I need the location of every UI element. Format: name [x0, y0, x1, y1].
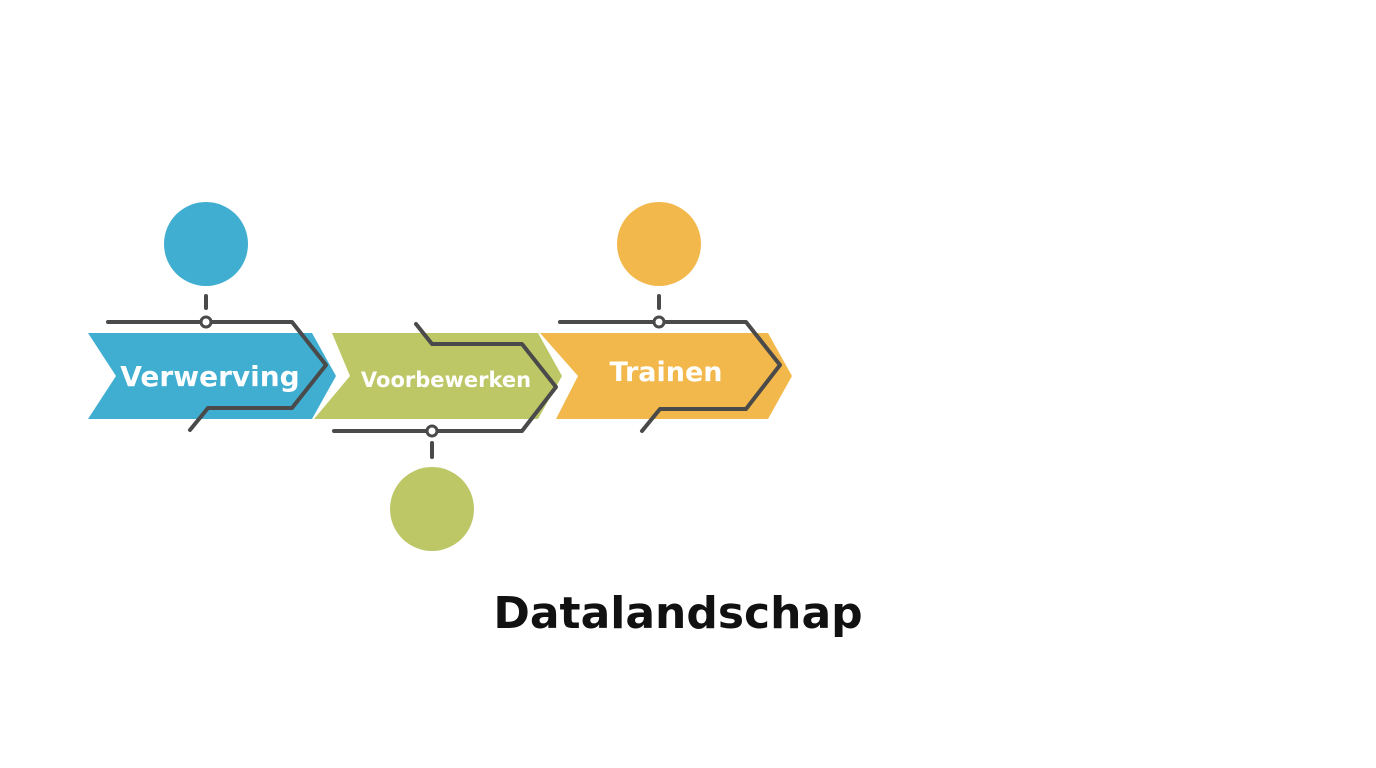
step-verwerving-label: Verwerving — [120, 360, 299, 393]
step-voorbewerken-arrow — [314, 333, 562, 419]
step-verwerving-connector-line — [106, 320, 328, 432]
step-voorbewerken-circle — [390, 467, 474, 551]
step-trainen-connector-line — [558, 320, 782, 433]
step-trainen-arrow — [540, 333, 792, 419]
step-voorbewerken-label: Voorbewerken — [361, 368, 531, 392]
step-trainen: Trainen — [540, 202, 792, 433]
step-trainen-connector-node — [652, 315, 666, 329]
step-verwerving-connector-node — [199, 315, 213, 329]
step-voorbewerken-connector-node — [425, 424, 439, 438]
step-voorbewerken: Voorbewerken — [314, 322, 562, 551]
step-voorbewerken-connector-line — [332, 322, 558, 433]
step-trainen-circle — [617, 202, 701, 286]
step-verwerving: Verwerving — [88, 202, 336, 432]
step-verwerving-circle — [164, 202, 248, 286]
step-verwerving-arrow — [88, 333, 336, 419]
diagram-title: Datalandschap — [493, 588, 863, 639]
step-trainen-label: Trainen — [610, 357, 723, 388]
